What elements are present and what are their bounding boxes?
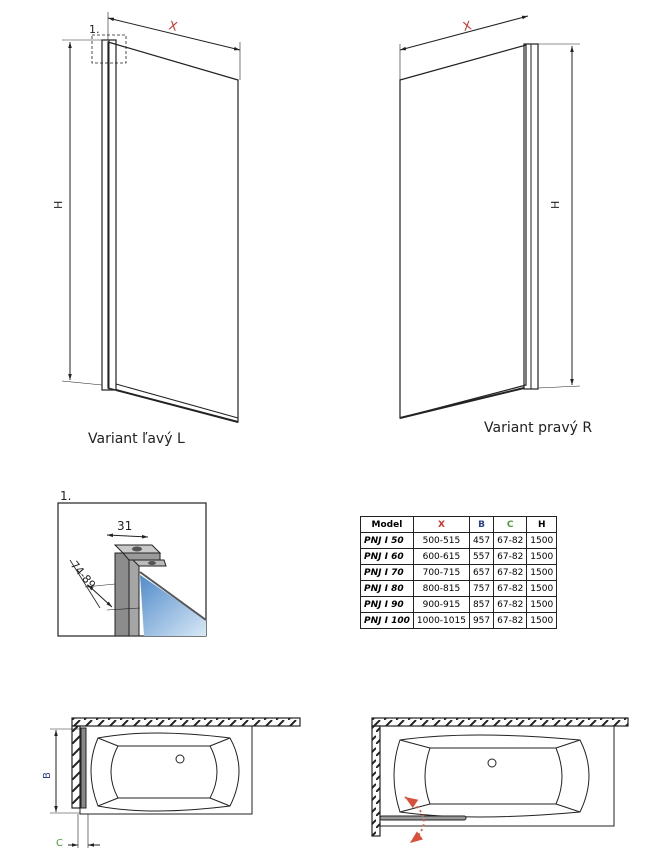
cell-x: 900-915 [412,596,470,613]
cell-x: 800-815 [412,580,470,597]
cell-h: 1500 [526,596,558,613]
cell-model: PNJ I 50 [360,532,414,549]
cell-c: 67-82 [493,548,528,565]
left-height-label: H [52,201,65,209]
cell-h: 1500 [526,612,558,629]
cell-h: 1500 [526,548,558,565]
cell-x: 700-715 [412,564,470,581]
cell-b: 657 [468,564,495,581]
cell-x: 600-615 [412,548,470,565]
detail-marker: 1. [89,23,100,36]
right-plan-view [371,717,629,844]
right-variant-label: Variant pravý R [484,420,593,436]
cell-b: 857 [468,596,495,613]
cell-h: 1500 [526,532,558,549]
cell-c: 67-82 [493,596,528,613]
cell-x: 500-515 [412,532,470,549]
cell-b: 557 [468,548,495,565]
plan-dim-c: C [56,838,63,849]
detail-width-value: 31 [117,519,132,533]
left-variant-label: Variant ľavý L [88,431,185,447]
cell-model: PNJ I 60 [360,548,414,565]
cell-b: 957 [468,612,495,629]
cell-c: 67-82 [493,564,528,581]
cell-c: 67-82 [493,532,528,549]
cell-c: 67-82 [493,580,528,597]
right-width-label: X [461,18,472,34]
left-variant-elevation [61,12,241,423]
cell-model: PNJ I 100 [360,612,414,629]
header-model: Model [360,516,414,533]
right-variant-elevation [399,15,581,419]
cell-b: 457 [468,532,495,549]
cell-x: 1000-1015 [412,612,470,629]
cell-b: 757 [468,580,495,597]
table-header-row: Model X B C H [360,516,558,533]
left-width-label: X [167,18,178,34]
header-x: X [412,516,470,533]
cell-model: PNJ I 80 [360,580,414,597]
right-height-label: H [549,201,562,209]
cell-h: 1500 [526,564,558,581]
cell-model: PNJ I 70 [360,564,414,581]
detail-title: 1. [60,489,71,503]
cell-model: PNJ I 90 [360,596,414,613]
header-b: B [468,516,495,533]
profile-detail [57,502,207,637]
header-c: C [493,516,528,533]
cell-h: 1500 [526,580,558,597]
header-h: H [526,516,558,533]
plan-dim-b: B [42,772,53,779]
left-plan-view [50,717,301,848]
cell-c: 67-82 [493,612,528,629]
